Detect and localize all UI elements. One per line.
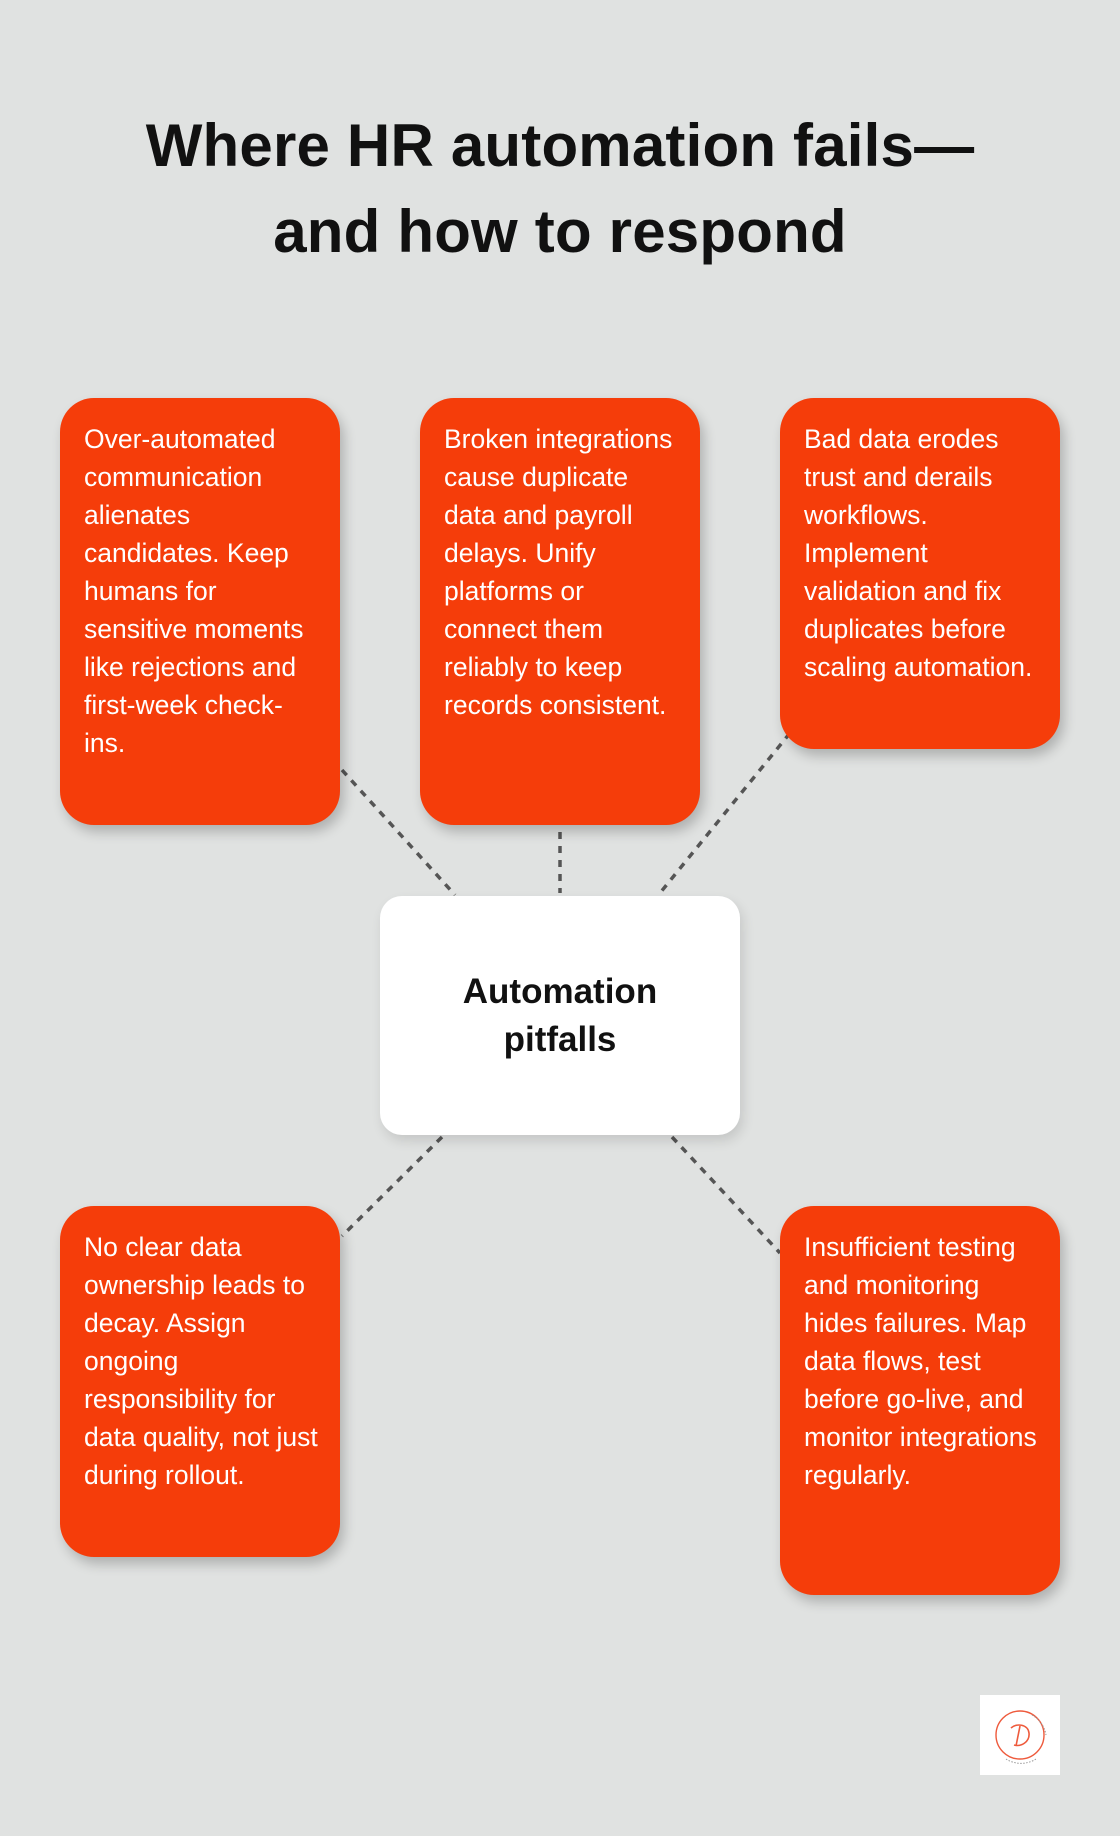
central-node: Automation pitfalls <box>380 896 740 1135</box>
pitfall-card-bad-data: Bad data erodes trust and derails workfl… <box>780 398 1060 749</box>
central-node-line-1: Automation <box>462 971 658 1011</box>
pitfall-card-text: No clear data ownership leads to decay. … <box>84 1232 318 1490</box>
connector-top-left <box>340 768 457 897</box>
page-title: Where HR automation fails— and how to re… <box>0 103 1120 275</box>
central-node-line-2: pitfalls <box>503 1019 617 1059</box>
pitfall-card-communication: Over-automated communication alienates c… <box>60 398 340 825</box>
title-line-1: Where HR automation fails— <box>145 112 975 179</box>
connector-top-right <box>658 731 792 895</box>
connector-bottom-left <box>340 1135 444 1238</box>
pitfall-card-text: Bad data erodes trust and derails workfl… <box>804 424 1033 682</box>
pitfall-card-data-ownership: No clear data ownership leads to decay. … <box>60 1206 340 1557</box>
pitfall-card-testing: Insufficient testing and monitoring hide… <box>780 1206 1060 1595</box>
dynamic-digital-solutions-logo-icon <box>980 1695 1060 1775</box>
connector-bottom-right <box>670 1135 782 1255</box>
pitfall-card-text: Over-automated communication alienates c… <box>84 424 304 758</box>
pitfall-card-integrations: Broken integrations cause duplicate data… <box>420 398 700 825</box>
pitfall-card-text: Broken integrations cause duplicate data… <box>444 424 673 720</box>
pitfall-card-text: Insufficient testing and monitoring hide… <box>804 1232 1037 1490</box>
title-line-2: and how to respond <box>273 198 847 265</box>
